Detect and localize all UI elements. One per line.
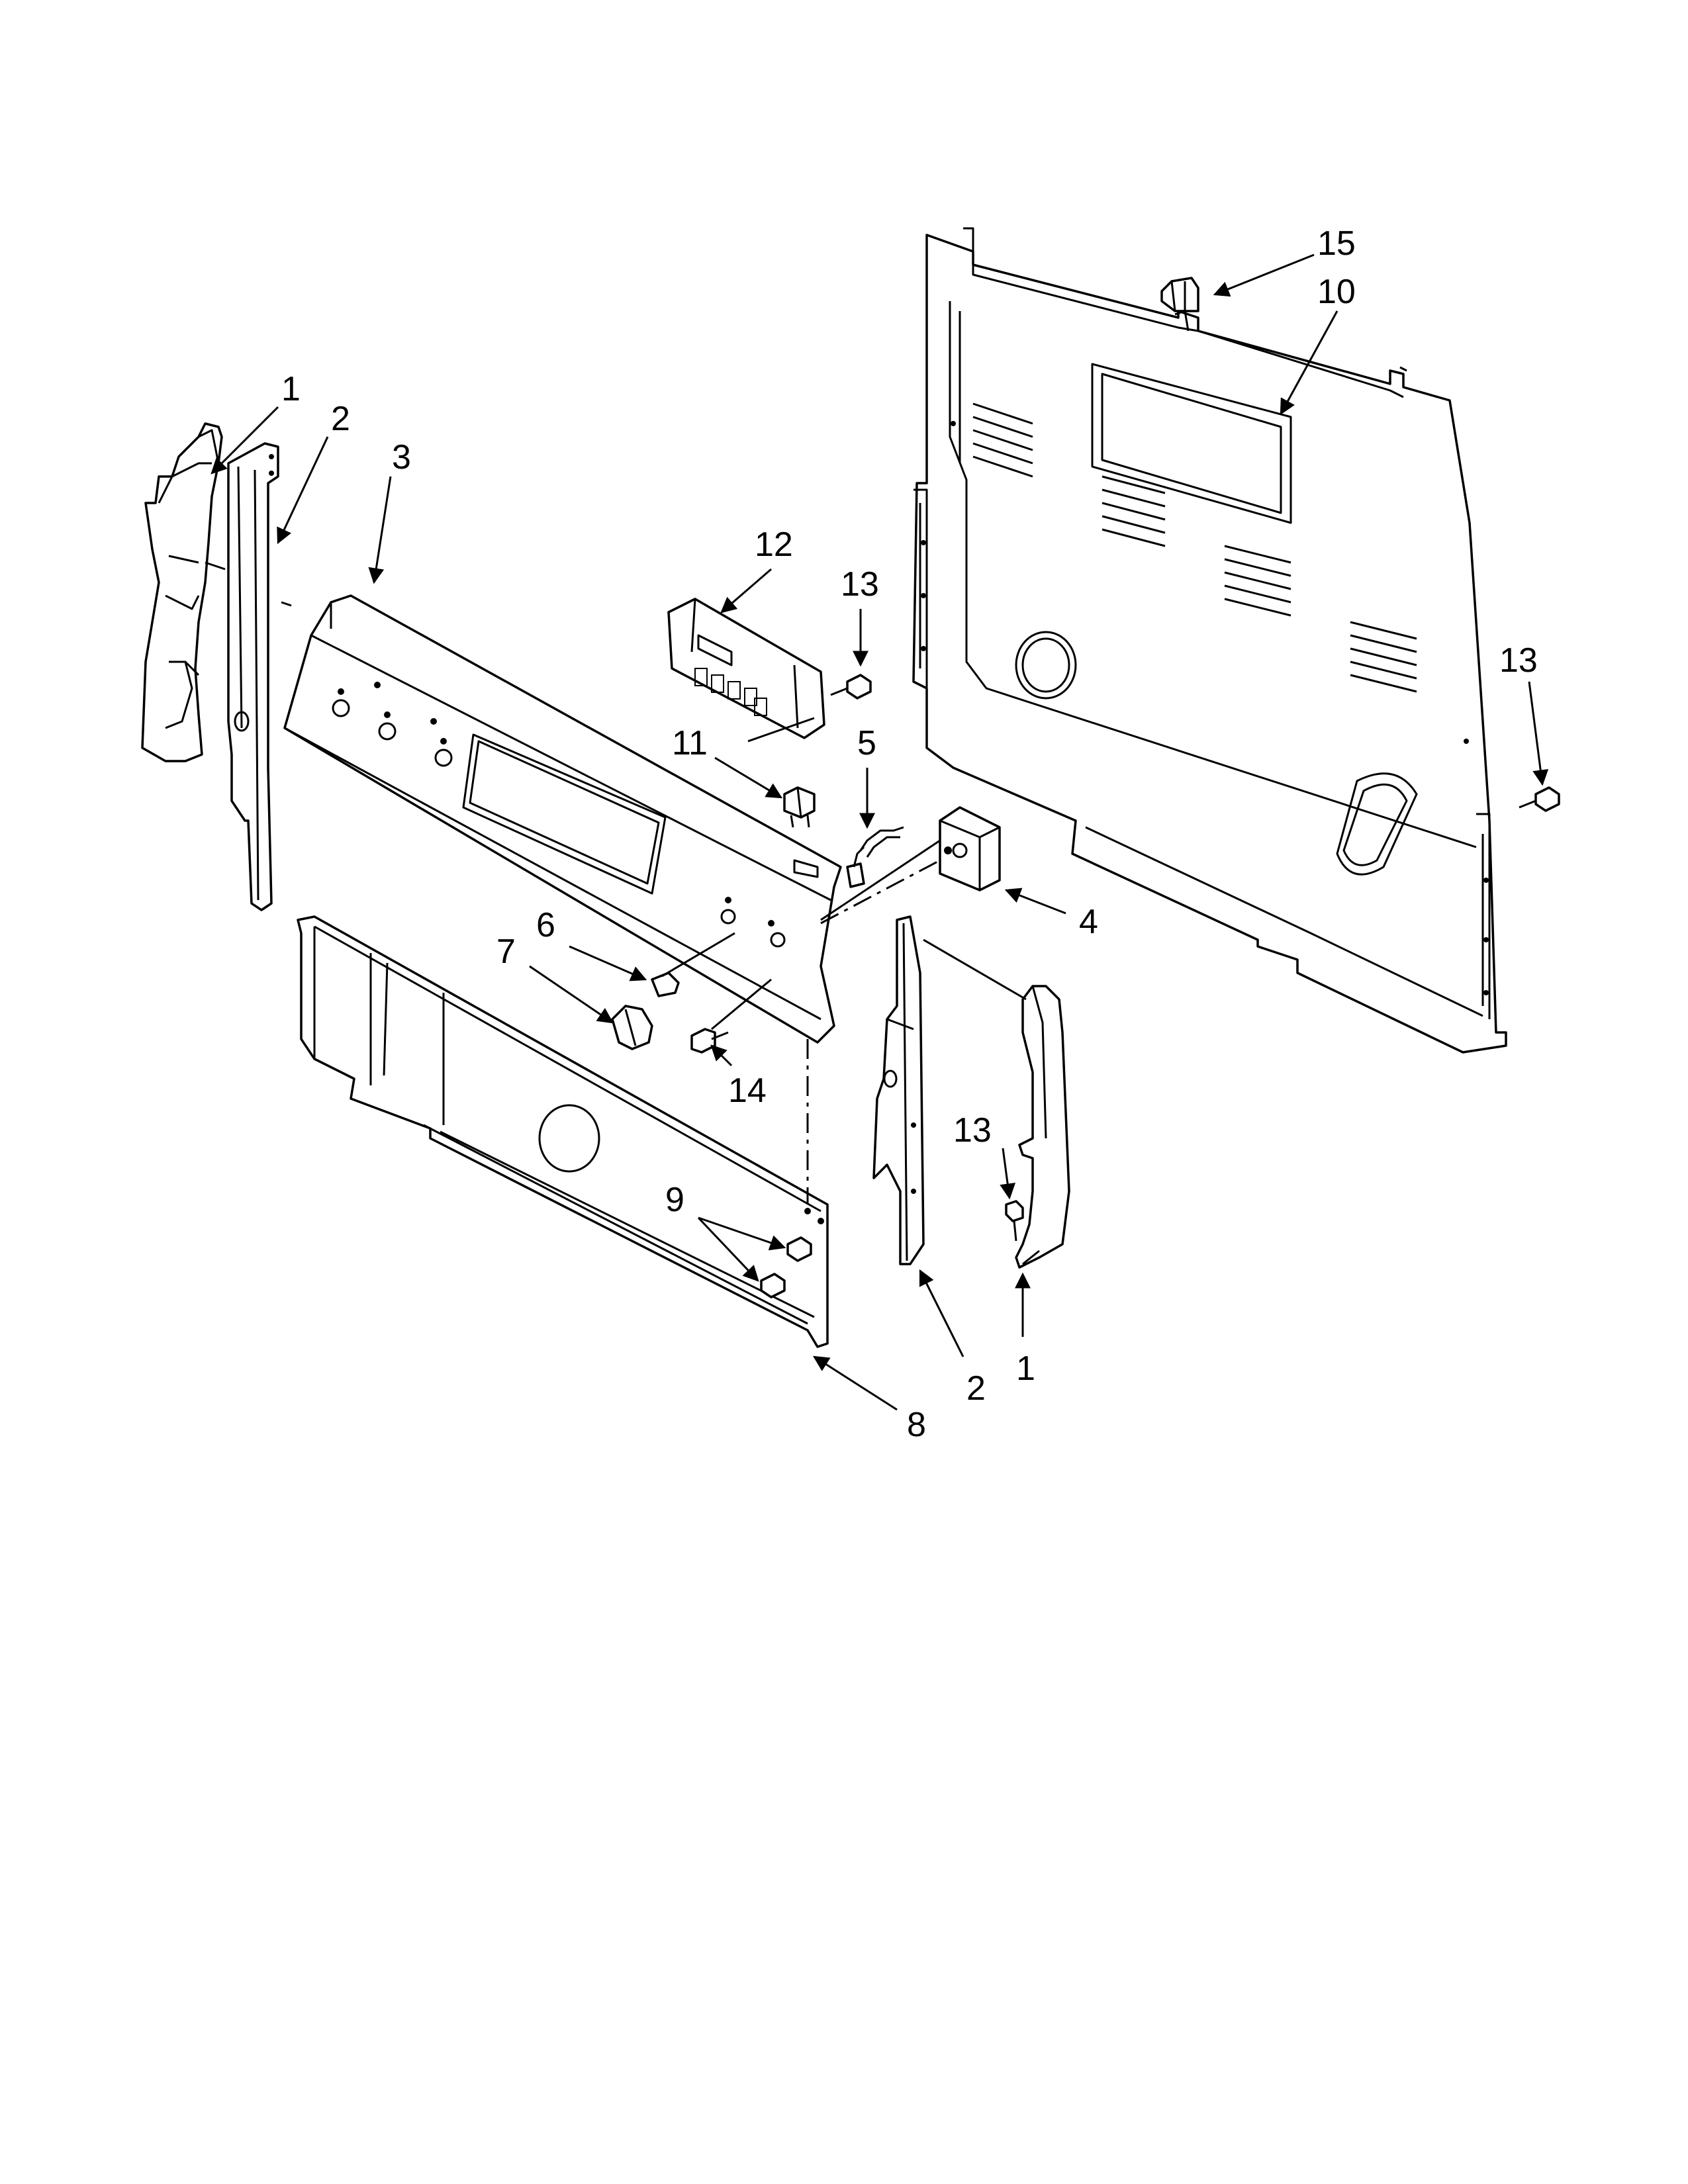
callout-2-left: 2: [331, 400, 350, 438]
callout-14: 14: [728, 1071, 767, 1110]
clock-timer: [667, 598, 825, 743]
control-module: [939, 806, 1001, 891]
callout-6: 6: [536, 906, 555, 944]
screw-14: [690, 1028, 729, 1054]
callout-13-lower: 13: [953, 1111, 992, 1150]
control-panel: [283, 594, 842, 1044]
manifold-panel: [297, 915, 829, 1348]
callout-13-right: 13: [1499, 641, 1538, 680]
clip: [1160, 277, 1199, 312]
end-cap-left: [141, 422, 223, 762]
pushbutton: [651, 972, 680, 997]
callout-9: 9: [665, 1181, 684, 1219]
screws-9: [760, 1236, 812, 1298]
callout-10: 10: [1317, 273, 1356, 311]
callout-1-left: 1: [281, 370, 301, 408]
assembly-lines: [205, 561, 1027, 1205]
leader-lines: [211, 253, 1549, 1411]
screw-13-lower: [1005, 1200, 1024, 1242]
callout-5: 5: [857, 724, 876, 762]
callout-8: 8: [907, 1406, 926, 1444]
callout-1-right: 1: [1016, 1349, 1035, 1388]
end-cap-right: [1015, 985, 1070, 1269]
callout-labels: 1 2 3 12 13 11 5 15 10 13 4 6 7 14 9 8 2…: [281, 224, 1538, 1444]
rocker-switch: [783, 786, 816, 828]
screw-13-top: [830, 674, 872, 700]
callout-11: 11: [672, 724, 708, 762]
callout-13-top: 13: [841, 565, 879, 604]
side-bracket-left: [227, 442, 279, 911]
screw-13-right: [1519, 786, 1560, 812]
callout-2-right: 2: [966, 1369, 986, 1408]
wire-harness: [846, 826, 904, 888]
callout-7: 7: [496, 933, 516, 971]
back-panel: [912, 227, 1507, 1054]
control-knob: [611, 1005, 653, 1050]
callout-12: 12: [755, 525, 793, 564]
callout-15: 15: [1317, 224, 1356, 263]
callout-4: 4: [1079, 903, 1098, 941]
side-bracket-right: [872, 915, 925, 1265]
callout-3: 3: [392, 438, 411, 477]
